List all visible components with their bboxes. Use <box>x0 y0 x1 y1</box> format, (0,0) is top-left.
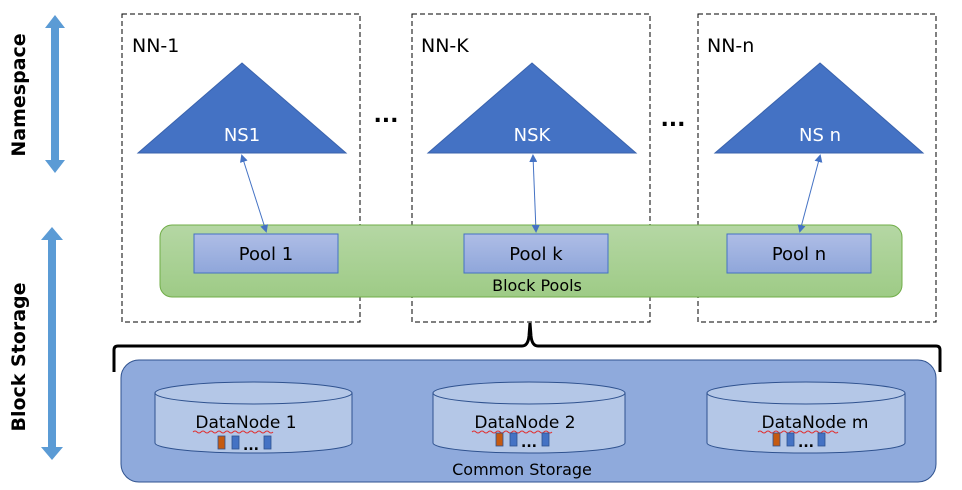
namenode-box-1 <box>121 13 361 323</box>
datanode-blocks-1 <box>217 435 272 450</box>
spellcheck-underline-2 <box>471 430 553 434</box>
block-blue <box>541 432 550 447</box>
common-storage-label: Common Storage <box>452 460 592 479</box>
namenode-title-n: NN-n <box>707 35 754 57</box>
namespace-axis-label: Namespace <box>8 33 30 156</box>
namespace-label-n: NS n <box>799 125 841 146</box>
block-ellipsis-1: ... <box>243 438 259 454</box>
block-blue <box>231 435 240 450</box>
block-ellipsis-m: ... <box>798 435 814 451</box>
datanode-label-m: DataNode m <box>762 413 869 433</box>
pool-box-n <box>726 233 872 274</box>
block-orange <box>495 432 504 447</box>
namespace-label-1: NS1 <box>224 125 260 146</box>
datanode-blocks-m <box>772 432 826 447</box>
block-storage-axis-label: Block Storage <box>8 282 30 431</box>
pool-box-1 <box>193 233 339 274</box>
namespace-triangle-n <box>713 62 925 154</box>
namespace-triangle-k <box>426 62 638 154</box>
connector-1 <box>240 154 268 233</box>
namenode-box-n <box>697 13 937 323</box>
namenode-title-1: NN-1 <box>132 35 179 57</box>
connector-k <box>529 154 540 233</box>
datanode-label-1: DataNode 1 <box>195 413 296 433</box>
ellipsis-2: ... <box>660 107 685 132</box>
spellcheck-underline-m <box>757 430 839 434</box>
ellipsis-1: ... <box>373 103 398 128</box>
namespace-axis-arrow <box>45 15 65 173</box>
datanode-cylinder-2 <box>432 381 626 454</box>
pool-box-k <box>463 233 609 274</box>
spellcheck-underline-1 <box>192 430 274 434</box>
pool-label-k: Pool k <box>509 244 563 265</box>
block-storage-axis-arrow <box>41 227 63 460</box>
connector-n <box>797 154 823 233</box>
datanode-cylinder-1 <box>154 381 353 454</box>
block-pools-label: Block Pools <box>492 276 582 295</box>
block-blue <box>509 432 518 447</box>
datanode-cylinder-m <box>706 381 906 454</box>
namenode-title-k: NN-K <box>421 35 469 57</box>
block-blue <box>786 432 795 447</box>
namespace-label-k: NSK <box>514 125 552 146</box>
curly-brace <box>112 322 942 372</box>
block-blue <box>817 432 826 447</box>
block-orange <box>772 432 781 447</box>
pool-label-1: Pool 1 <box>239 244 293 265</box>
block-blue <box>263 435 272 450</box>
pool-label-n: Pool n <box>772 244 826 265</box>
block-orange <box>217 435 226 450</box>
block-ellipsis-2: ... <box>521 435 537 451</box>
datanode-blocks-2 <box>495 432 550 447</box>
namenode-box-k <box>411 13 651 323</box>
namespace-triangle-1 <box>136 62 348 154</box>
datanode-label-2: DataNode 2 <box>474 413 575 433</box>
